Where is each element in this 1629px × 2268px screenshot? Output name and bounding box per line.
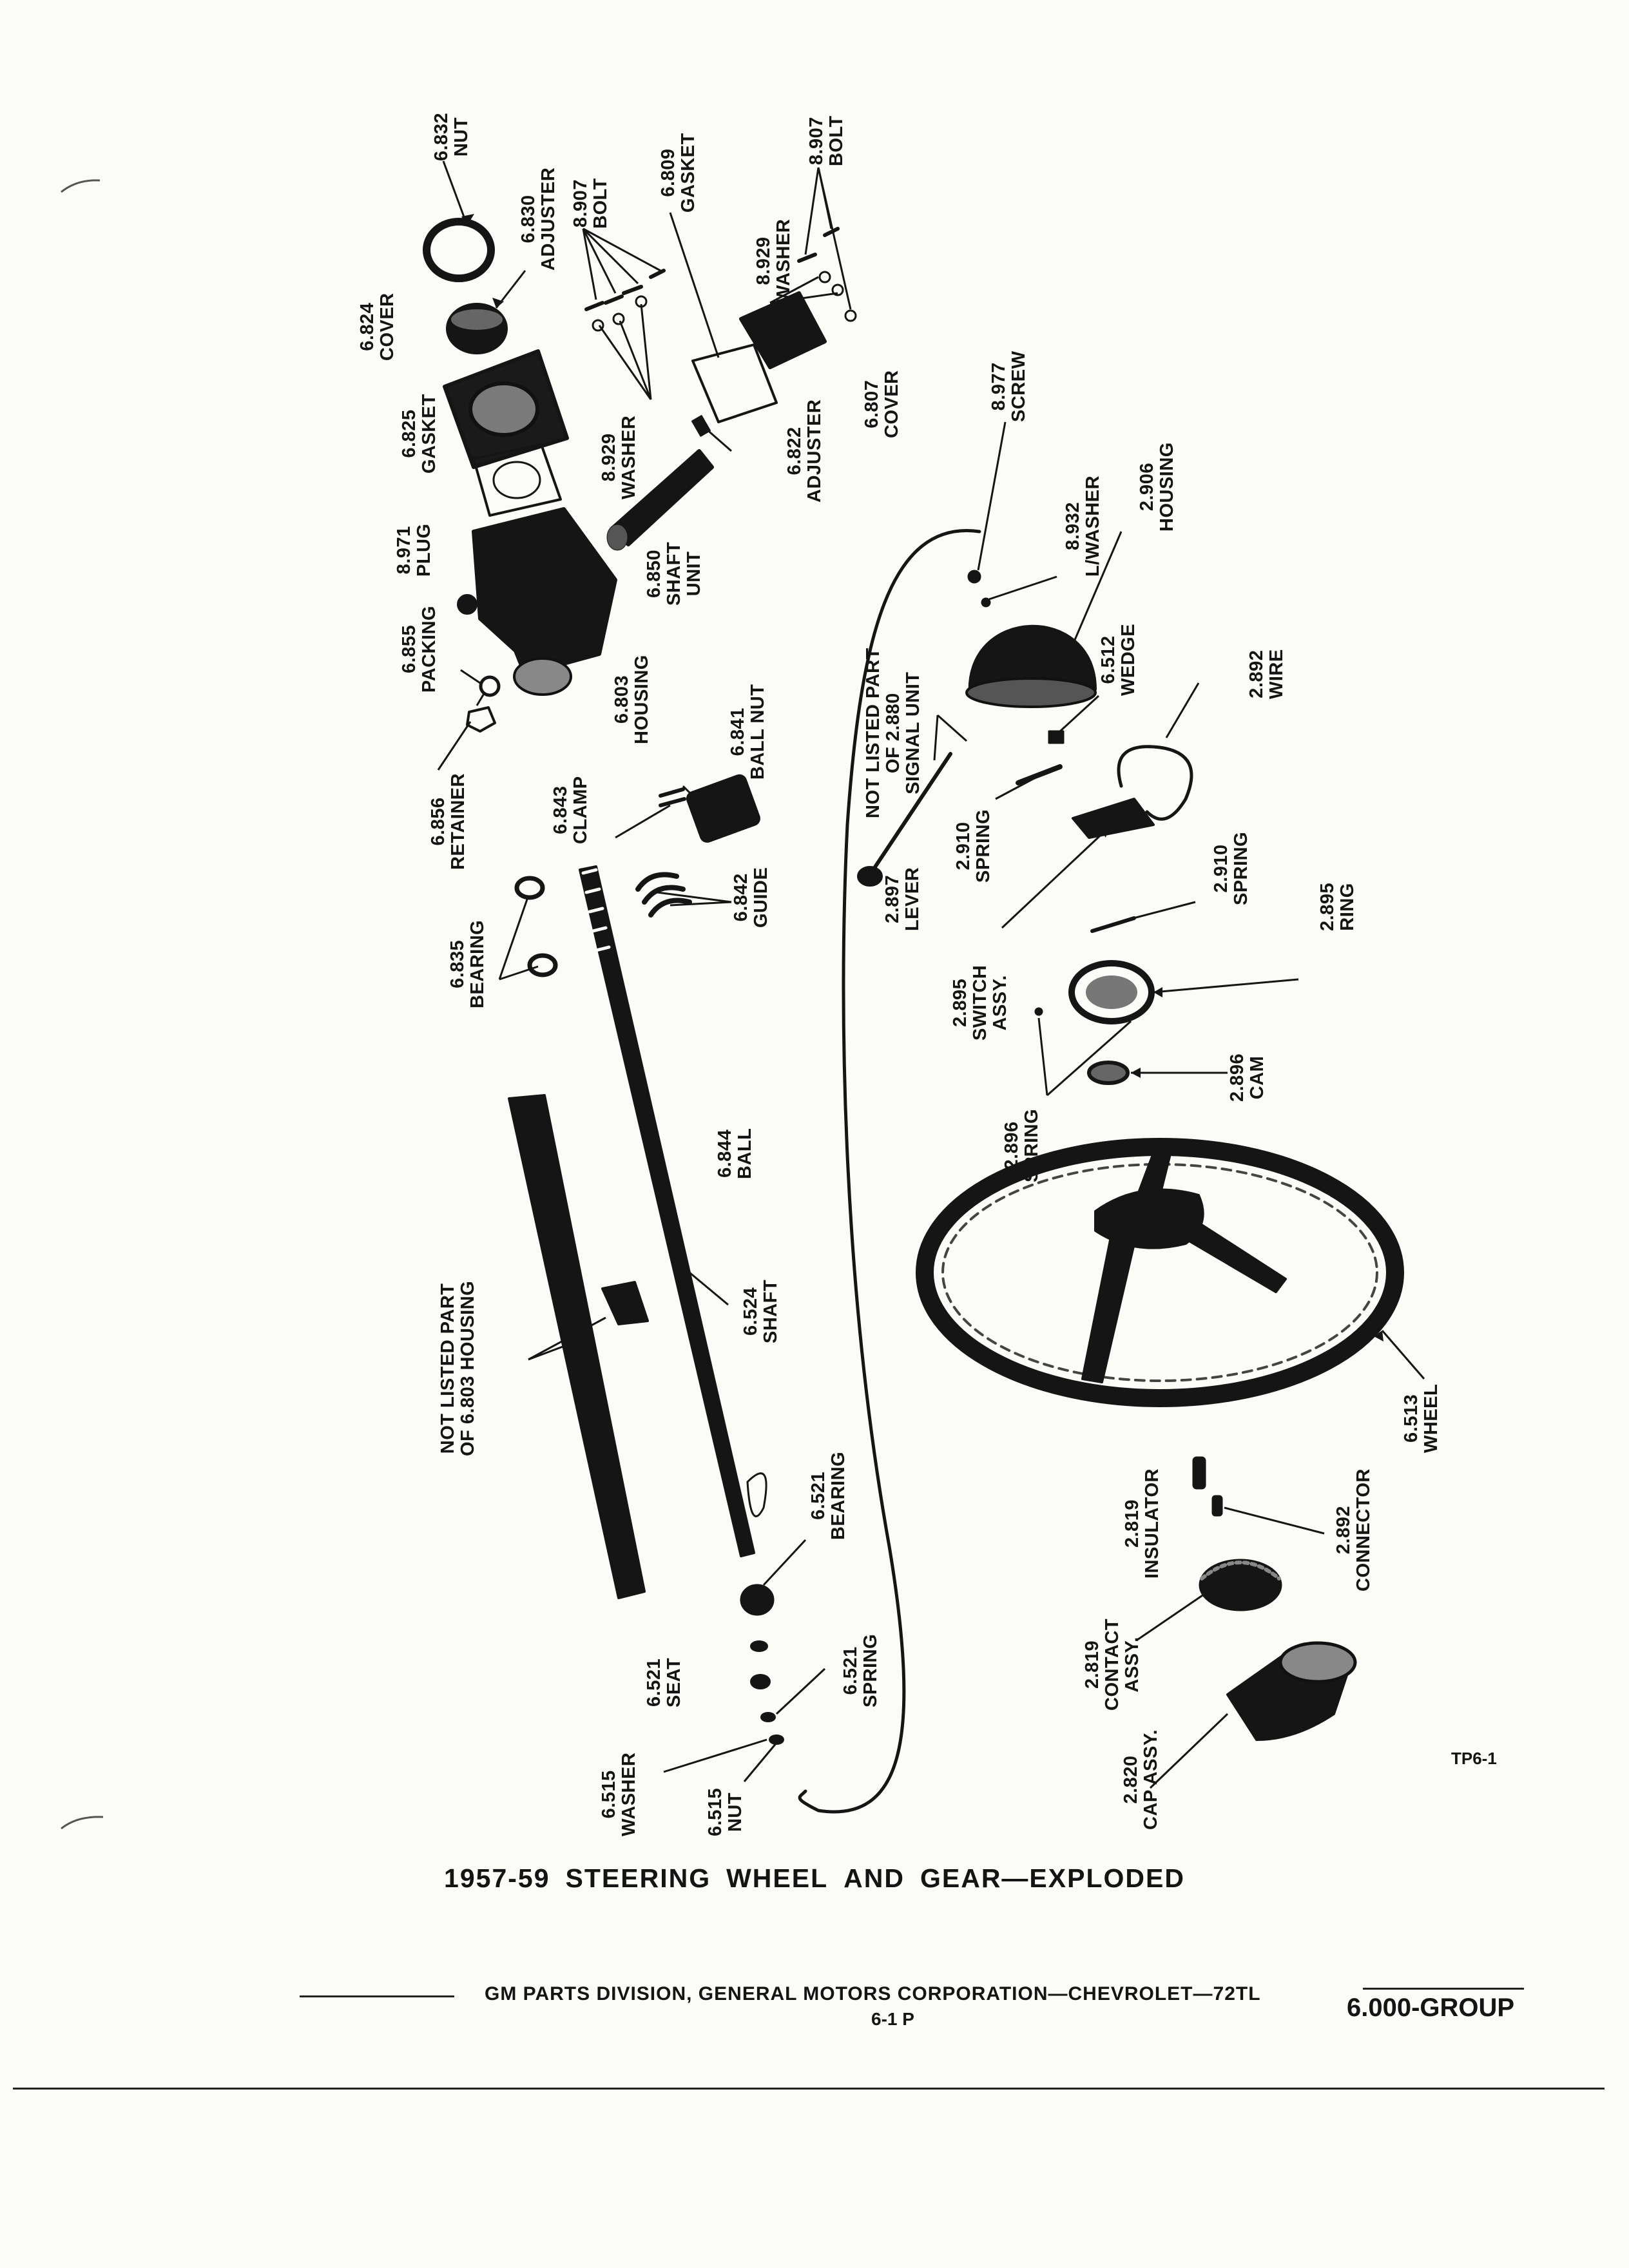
part-2896-spring bbox=[1034, 1007, 1043, 1016]
part-6842-guide bbox=[635, 872, 692, 918]
part-8929-washers bbox=[592, 271, 857, 332]
part-6832-nut bbox=[423, 218, 495, 282]
footer-rule-right bbox=[1363, 1988, 1524, 1990]
part-2897-lever bbox=[871, 752, 952, 872]
part-6843-clamp bbox=[659, 787, 686, 807]
part-2906-housing bbox=[968, 624, 1097, 697]
signal-wire-loop bbox=[798, 529, 981, 1814]
part-6512-wedge bbox=[1048, 730, 1065, 744]
part-2895-switch bbox=[1072, 798, 1155, 839]
part-8977-screw bbox=[967, 570, 981, 584]
part-2892-wire bbox=[1117, 745, 1193, 821]
part-6856-retainer bbox=[466, 706, 496, 733]
part-jacket-tube bbox=[508, 1094, 646, 1599]
part-jacket-bracket bbox=[601, 1281, 649, 1325]
page-number: 6-1 P bbox=[871, 2009, 914, 2029]
figure-id: TP6-1 bbox=[1451, 1749, 1497, 1768]
part-2892-connector bbox=[1211, 1495, 1223, 1517]
part-2819-contact bbox=[1199, 1559, 1282, 1611]
part-6855-packing bbox=[479, 675, 501, 697]
footer-publisher: GM PARTS DIVISION, GENERAL MOTORS CORPOR… bbox=[485, 1983, 1261, 2004]
part-6809-gasket bbox=[691, 343, 778, 423]
part-6524-shaft bbox=[579, 865, 755, 1557]
part-2819-insulator bbox=[1192, 1456, 1206, 1490]
part-8932-lwasher bbox=[981, 597, 991, 608]
parts-6521-seat-spring bbox=[750, 1640, 784, 1745]
part-6822-adjuster bbox=[691, 415, 711, 437]
bottom-rule bbox=[13, 2088, 1605, 2090]
part-6841-ball-nut bbox=[686, 774, 760, 843]
part-6807-cover bbox=[739, 291, 827, 369]
group-number: 6.000-GROUP bbox=[1347, 1994, 1515, 2022]
part-8971-plug bbox=[457, 594, 477, 615]
part-6835-bearing-upper bbox=[514, 876, 545, 900]
part-6521-bearing bbox=[740, 1584, 775, 1616]
part-6825-gasket bbox=[472, 443, 562, 517]
part-2896-cam bbox=[1087, 1061, 1130, 1085]
part-6513-wheel bbox=[916, 1138, 1404, 1407]
part-6835-bearing-lower bbox=[527, 953, 558, 977]
part-8907-bolts bbox=[584, 227, 840, 311]
part-2895-ring bbox=[1068, 960, 1155, 1024]
footer-rule-left bbox=[300, 1995, 454, 1997]
